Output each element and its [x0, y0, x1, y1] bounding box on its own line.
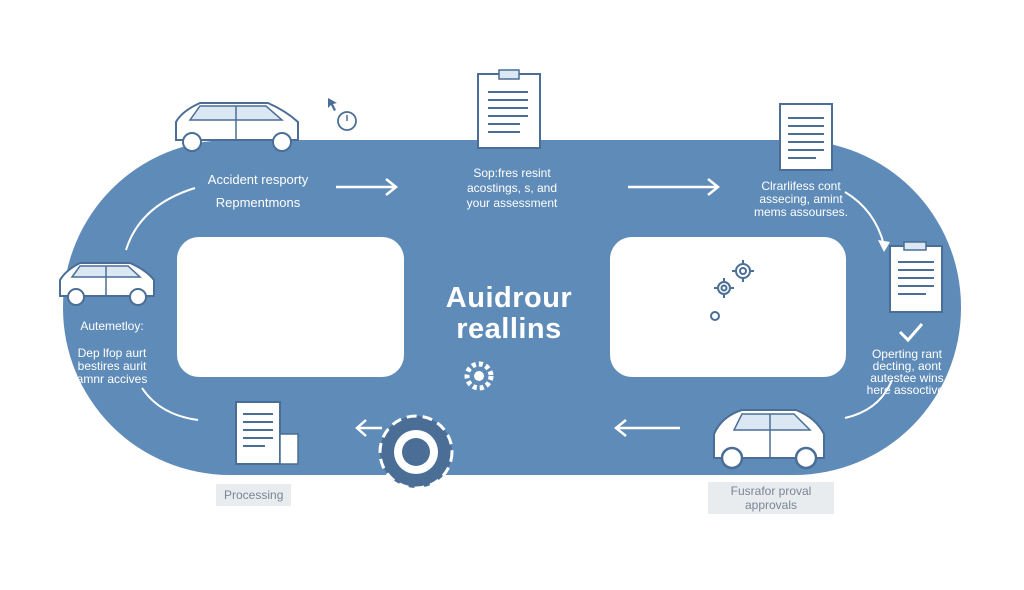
document-icon-bottom-left [235, 401, 299, 465]
arrow-left-2 [355, 419, 382, 437]
step-label-top-center: Sop:fres resint acostings, s, and your a… [466, 166, 558, 210]
large-gear-icon [378, 414, 454, 490]
flow-arc-right [844, 191, 885, 246]
process-track [63, 140, 961, 475]
car-icon-top-left [175, 102, 299, 152]
flow-arc-left-lower [141, 387, 199, 421]
flow-arc-right-lower [844, 379, 893, 419]
panel-right [610, 237, 846, 377]
checklist-icon-top-right [779, 103, 833, 171]
step-label-processing: Processing [216, 484, 292, 506]
arrow-head-right-arc [878, 240, 890, 252]
clock-icon [337, 111, 357, 131]
title-line-2: reallins [456, 313, 562, 345]
panel-left [177, 237, 404, 377]
check-icon [898, 323, 924, 343]
arrow-right-1 [336, 178, 399, 196]
car-icon-bottom-right [713, 409, 825, 470]
flow-arc-left [125, 187, 196, 251]
car-icon-left [59, 262, 155, 306]
gears-small-icon [710, 260, 754, 321]
step-label-right: Operting rant decting, aont autestee win… [866, 347, 948, 397]
diagram-title: Auidrour reallins [404, 283, 614, 345]
gear-icon-center [464, 361, 494, 391]
arrow-left-1 [613, 419, 680, 437]
document-icon-right [889, 241, 943, 313]
step-label-approval: Fusrafor proval approvals [708, 482, 834, 514]
step-label-top-right: Clrarlifess cont assecing, amint mems as… [753, 179, 849, 219]
title-line-1: Auidrour [445, 282, 573, 314]
arrow-right-2 [628, 178, 721, 196]
cursor-icon [328, 98, 337, 111]
document-icon-top [477, 69, 541, 149]
step-label-left: Autemetloy: Dep lfop aurt bestires aurit… [76, 319, 148, 386]
step-label-top-left: Accident resporty Repmentmons [207, 172, 309, 210]
